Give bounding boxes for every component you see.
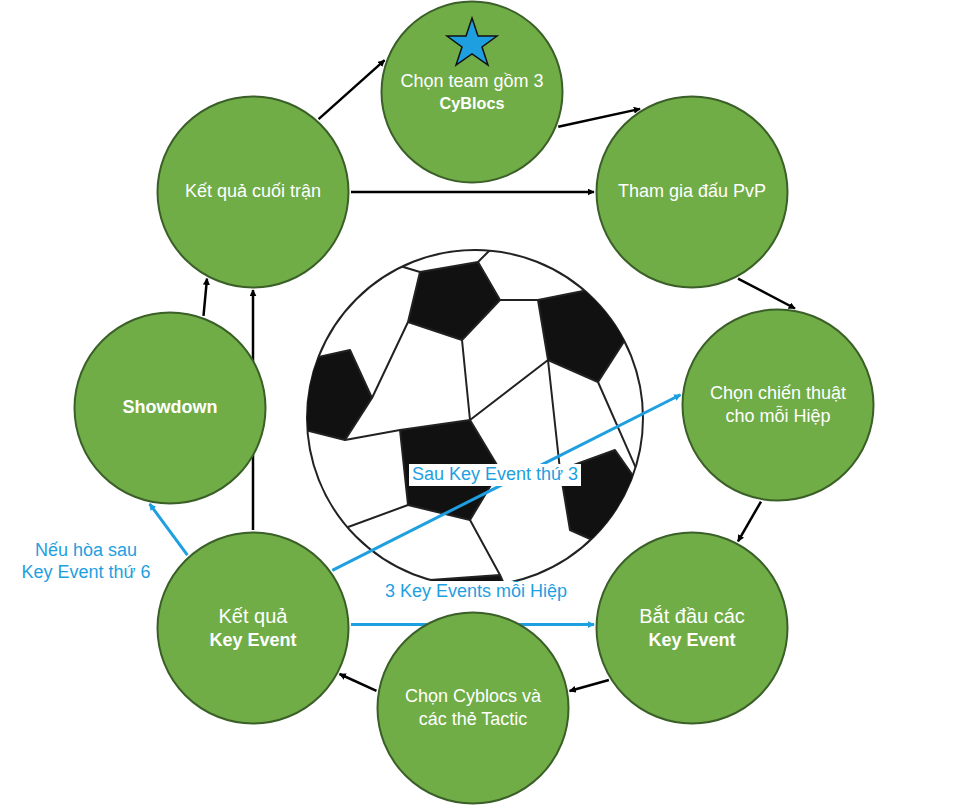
circle-fill — [597, 533, 788, 724]
node-label: Chọn team gồm 3 — [400, 70, 543, 93]
text-group: Chọn chiến thuật cho mỗi Hiệp — [681, 308, 875, 502]
loop-arrow — [150, 504, 188, 555]
node-label: Kết quả — [219, 603, 288, 629]
node-label: Bắt đầu các — [639, 603, 745, 629]
circle-fill — [75, 313, 266, 504]
flow-arrow — [570, 680, 609, 691]
process-circle: Tham gia đấu PvP — [595, 95, 789, 289]
edge-label: 3 Key Events mỗi Hiệp — [382, 581, 570, 603]
text-group: Showdown — [73, 311, 267, 505]
process-circle: Chọn chiến thuật cho mỗi Hiệp — [681, 308, 875, 502]
circle-outline — [595, 531, 789, 725]
circle-outline — [380, 0, 564, 184]
process-circle: Chọn team gồm 3CyBlocs — [380, 0, 564, 184]
process-circle: Kết quả cuối trận — [156, 95, 350, 289]
flow-arrow — [204, 279, 207, 316]
text-group: Chọn Cyblocs và các thẻ Tactic — [376, 611, 570, 805]
node-keyword: CyBlocs — [440, 93, 505, 114]
star-shape — [447, 18, 497, 65]
node-label: Chọn chiến thuật cho mỗi Hiệp — [703, 382, 853, 429]
flow-arrow — [351, 191, 594, 194]
circle-fill — [597, 97, 788, 288]
edge-label: Nếu hòa sau Key Event thứ 6 — [18, 540, 154, 583]
text-group: Kết quảKey Event — [156, 531, 350, 725]
circle-outline — [681, 308, 875, 502]
circle-fill — [158, 533, 349, 724]
node-label: Tham gia đấu PvP — [618, 180, 766, 203]
node-keyword: Key Event — [209, 629, 296, 652]
process-circle: Bắt đầu cácKey Event — [595, 531, 789, 725]
circle-fill — [158, 97, 349, 288]
flow-arrow — [319, 60, 385, 119]
text-group: Chọn team gồm 3CyBlocs — [380, 0, 564, 184]
flow-arrow — [738, 502, 761, 542]
flow-arrow — [340, 674, 377, 691]
ball-panels — [290, 250, 650, 640]
process-circle: Kết quảKey Event — [156, 531, 350, 725]
circle-fill — [683, 310, 874, 501]
text-group: Kết quả cuối trận — [156, 95, 350, 289]
circle-outline — [156, 531, 350, 725]
flow-arrow — [738, 279, 795, 309]
node-keyword: Key Event — [648, 629, 735, 652]
process-circle: Showdown — [73, 311, 267, 505]
node-keyword: Showdown — [123, 396, 218, 419]
edge-label: Sau Key Event thứ 3 — [409, 464, 581, 486]
loop-arrow — [332, 395, 680, 571]
text-group: Bắt đầu cácKey Event — [595, 531, 789, 725]
text-group: Tham gia đấu PvP — [595, 95, 789, 289]
node-label: Kết quả cuối trận — [185, 180, 321, 203]
node-label: Chọn Cyblocs và các thẻ Tactic — [398, 685, 548, 732]
circle-fill — [382, 2, 563, 183]
circle-outline — [376, 611, 570, 805]
process-circle: Chọn Cyblocs và các thẻ Tactic — [376, 611, 570, 805]
circle-fill — [378, 613, 569, 804]
